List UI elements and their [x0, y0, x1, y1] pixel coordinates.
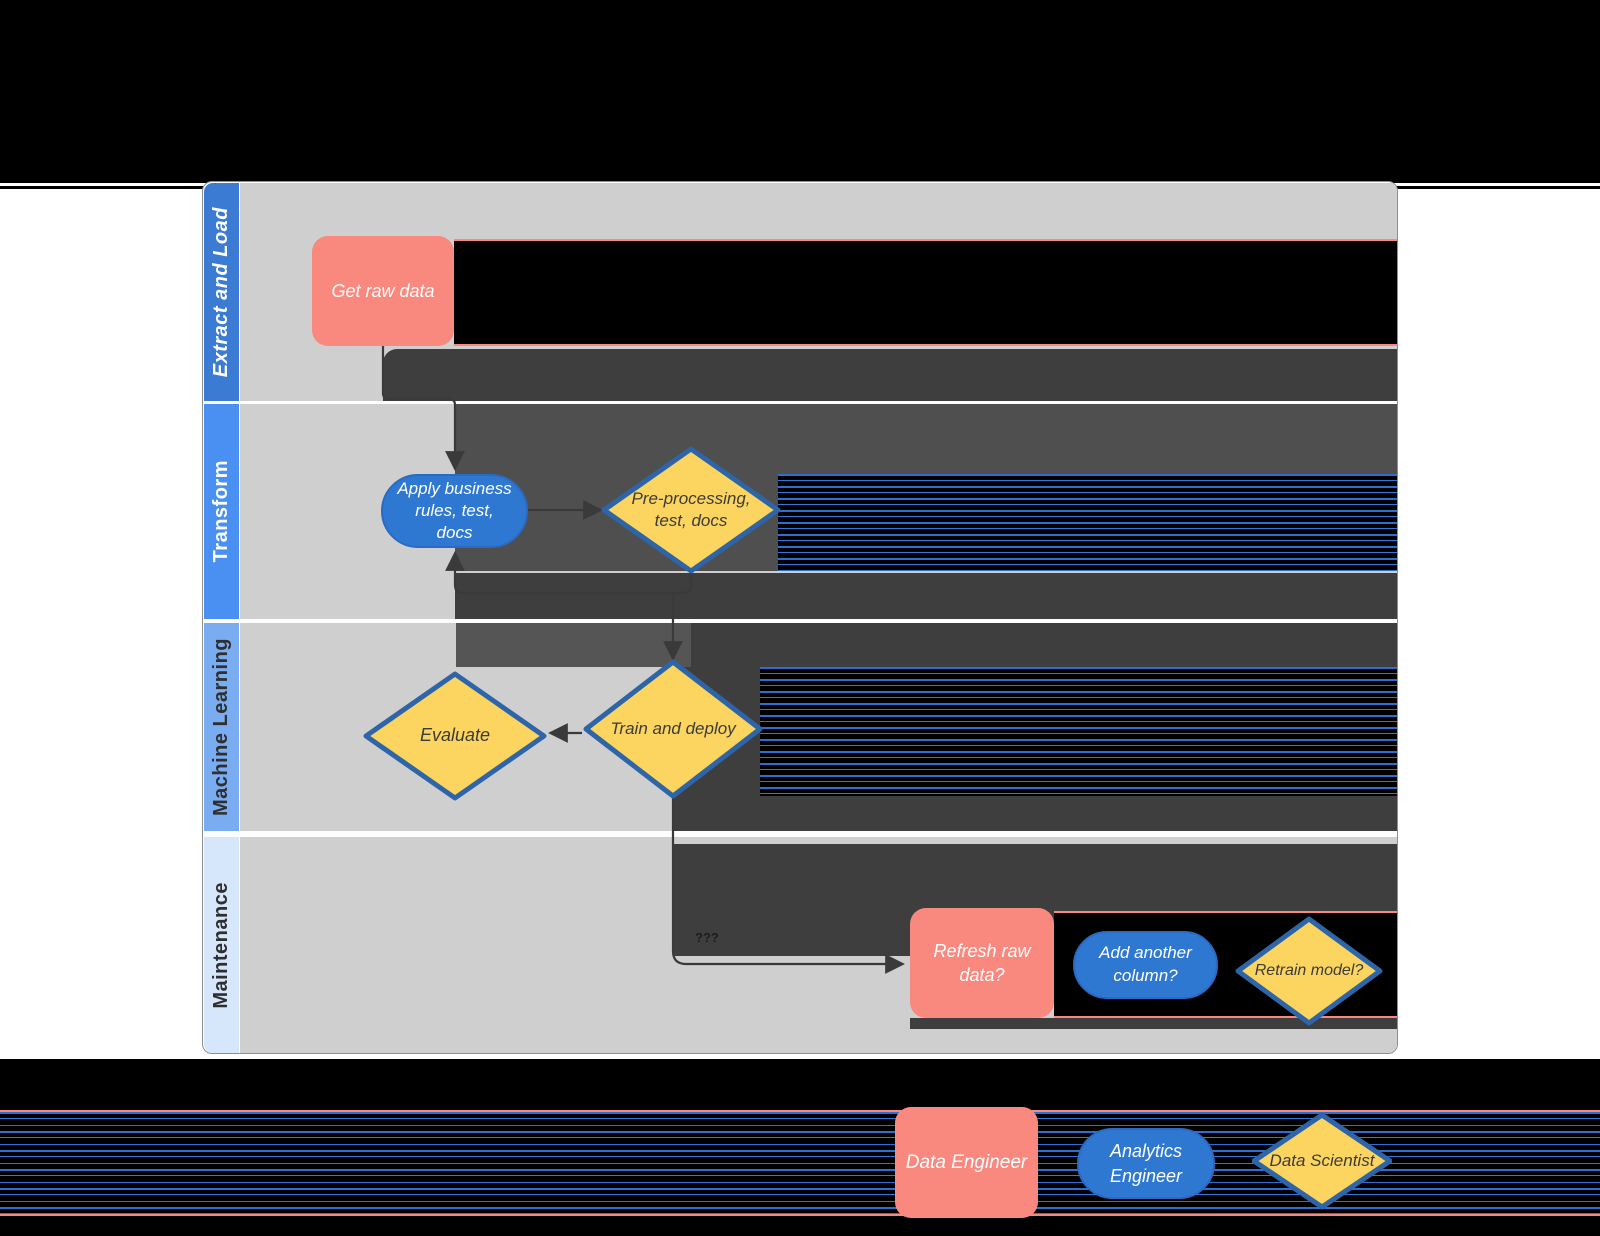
- lane-label-transform[interactable]: Transform: [204, 404, 239, 619]
- apply-rules-node[interactable]: Apply business rules, test, docs: [381, 474, 528, 548]
- artifact-band-lane2-black: [778, 474, 1397, 571]
- legend-analytics-engineer[interactable]: Analytics Engineer: [1077, 1128, 1215, 1199]
- artifact-band-lane1-black: [454, 239, 1397, 346]
- flow-connectors-layer: [363, 346, 1383, 1026]
- add-another-column-node[interactable]: Add another column?: [1073, 931, 1218, 999]
- legend-data-scientist-diamond[interactable]: [1252, 1112, 1392, 1210]
- retrain-diamond[interactable]: [1235, 916, 1383, 1026]
- legend-data-scientist-label: Data Scientist: [1269, 1150, 1375, 1170]
- top-black-band: [0, 0, 1600, 183]
- train-deploy-diamond[interactable]: [583, 659, 763, 799]
- swimlane-panel: Extract and Load Transform Machine Learn…: [202, 181, 1398, 1054]
- evaluate-diamond[interactable]: [363, 671, 547, 801]
- preprocessing-diamond[interactable]: [601, 446, 781, 574]
- artifact-band-lane2-dark: [455, 573, 1397, 619]
- lane-label-extract-load[interactable]: Extract and Load: [204, 183, 239, 401]
- artifact-band-lane1-dark: [383, 349, 1397, 401]
- maintenance-edge-label: ???: [695, 930, 719, 945]
- evaluate-label: Evaluate: [419, 725, 491, 746]
- retrain-label: Retrain model?: [1254, 961, 1364, 979]
- get-raw-data-node[interactable]: Get raw data: [312, 236, 454, 346]
- edge-getdata-to-applyrules: [381, 346, 465, 471]
- lane-label-machine-learning[interactable]: Machine Learning: [204, 623, 239, 831]
- edge-traindeploy-to-refresh: [671, 796, 905, 974]
- edge-preprocessing-back-to-applyrules: [445, 551, 693, 595]
- artifact-band-lane4-strip: [910, 1018, 1397, 1029]
- legend-data-engineer[interactable]: Data Engineer: [895, 1107, 1038, 1218]
- artifact-band-lane3-mid: [456, 623, 691, 667]
- lane-label-maintenance[interactable]: Maintenance: [204, 837, 239, 1053]
- train-deploy-label: Train and deploy: [610, 718, 736, 738]
- refresh-raw-data-node[interactable]: Refresh raw data?: [910, 908, 1054, 1018]
- artifact-band-lane3-black: [760, 667, 1397, 796]
- preprocessing-label: Pre-processing, test, docs: [631, 488, 751, 530]
